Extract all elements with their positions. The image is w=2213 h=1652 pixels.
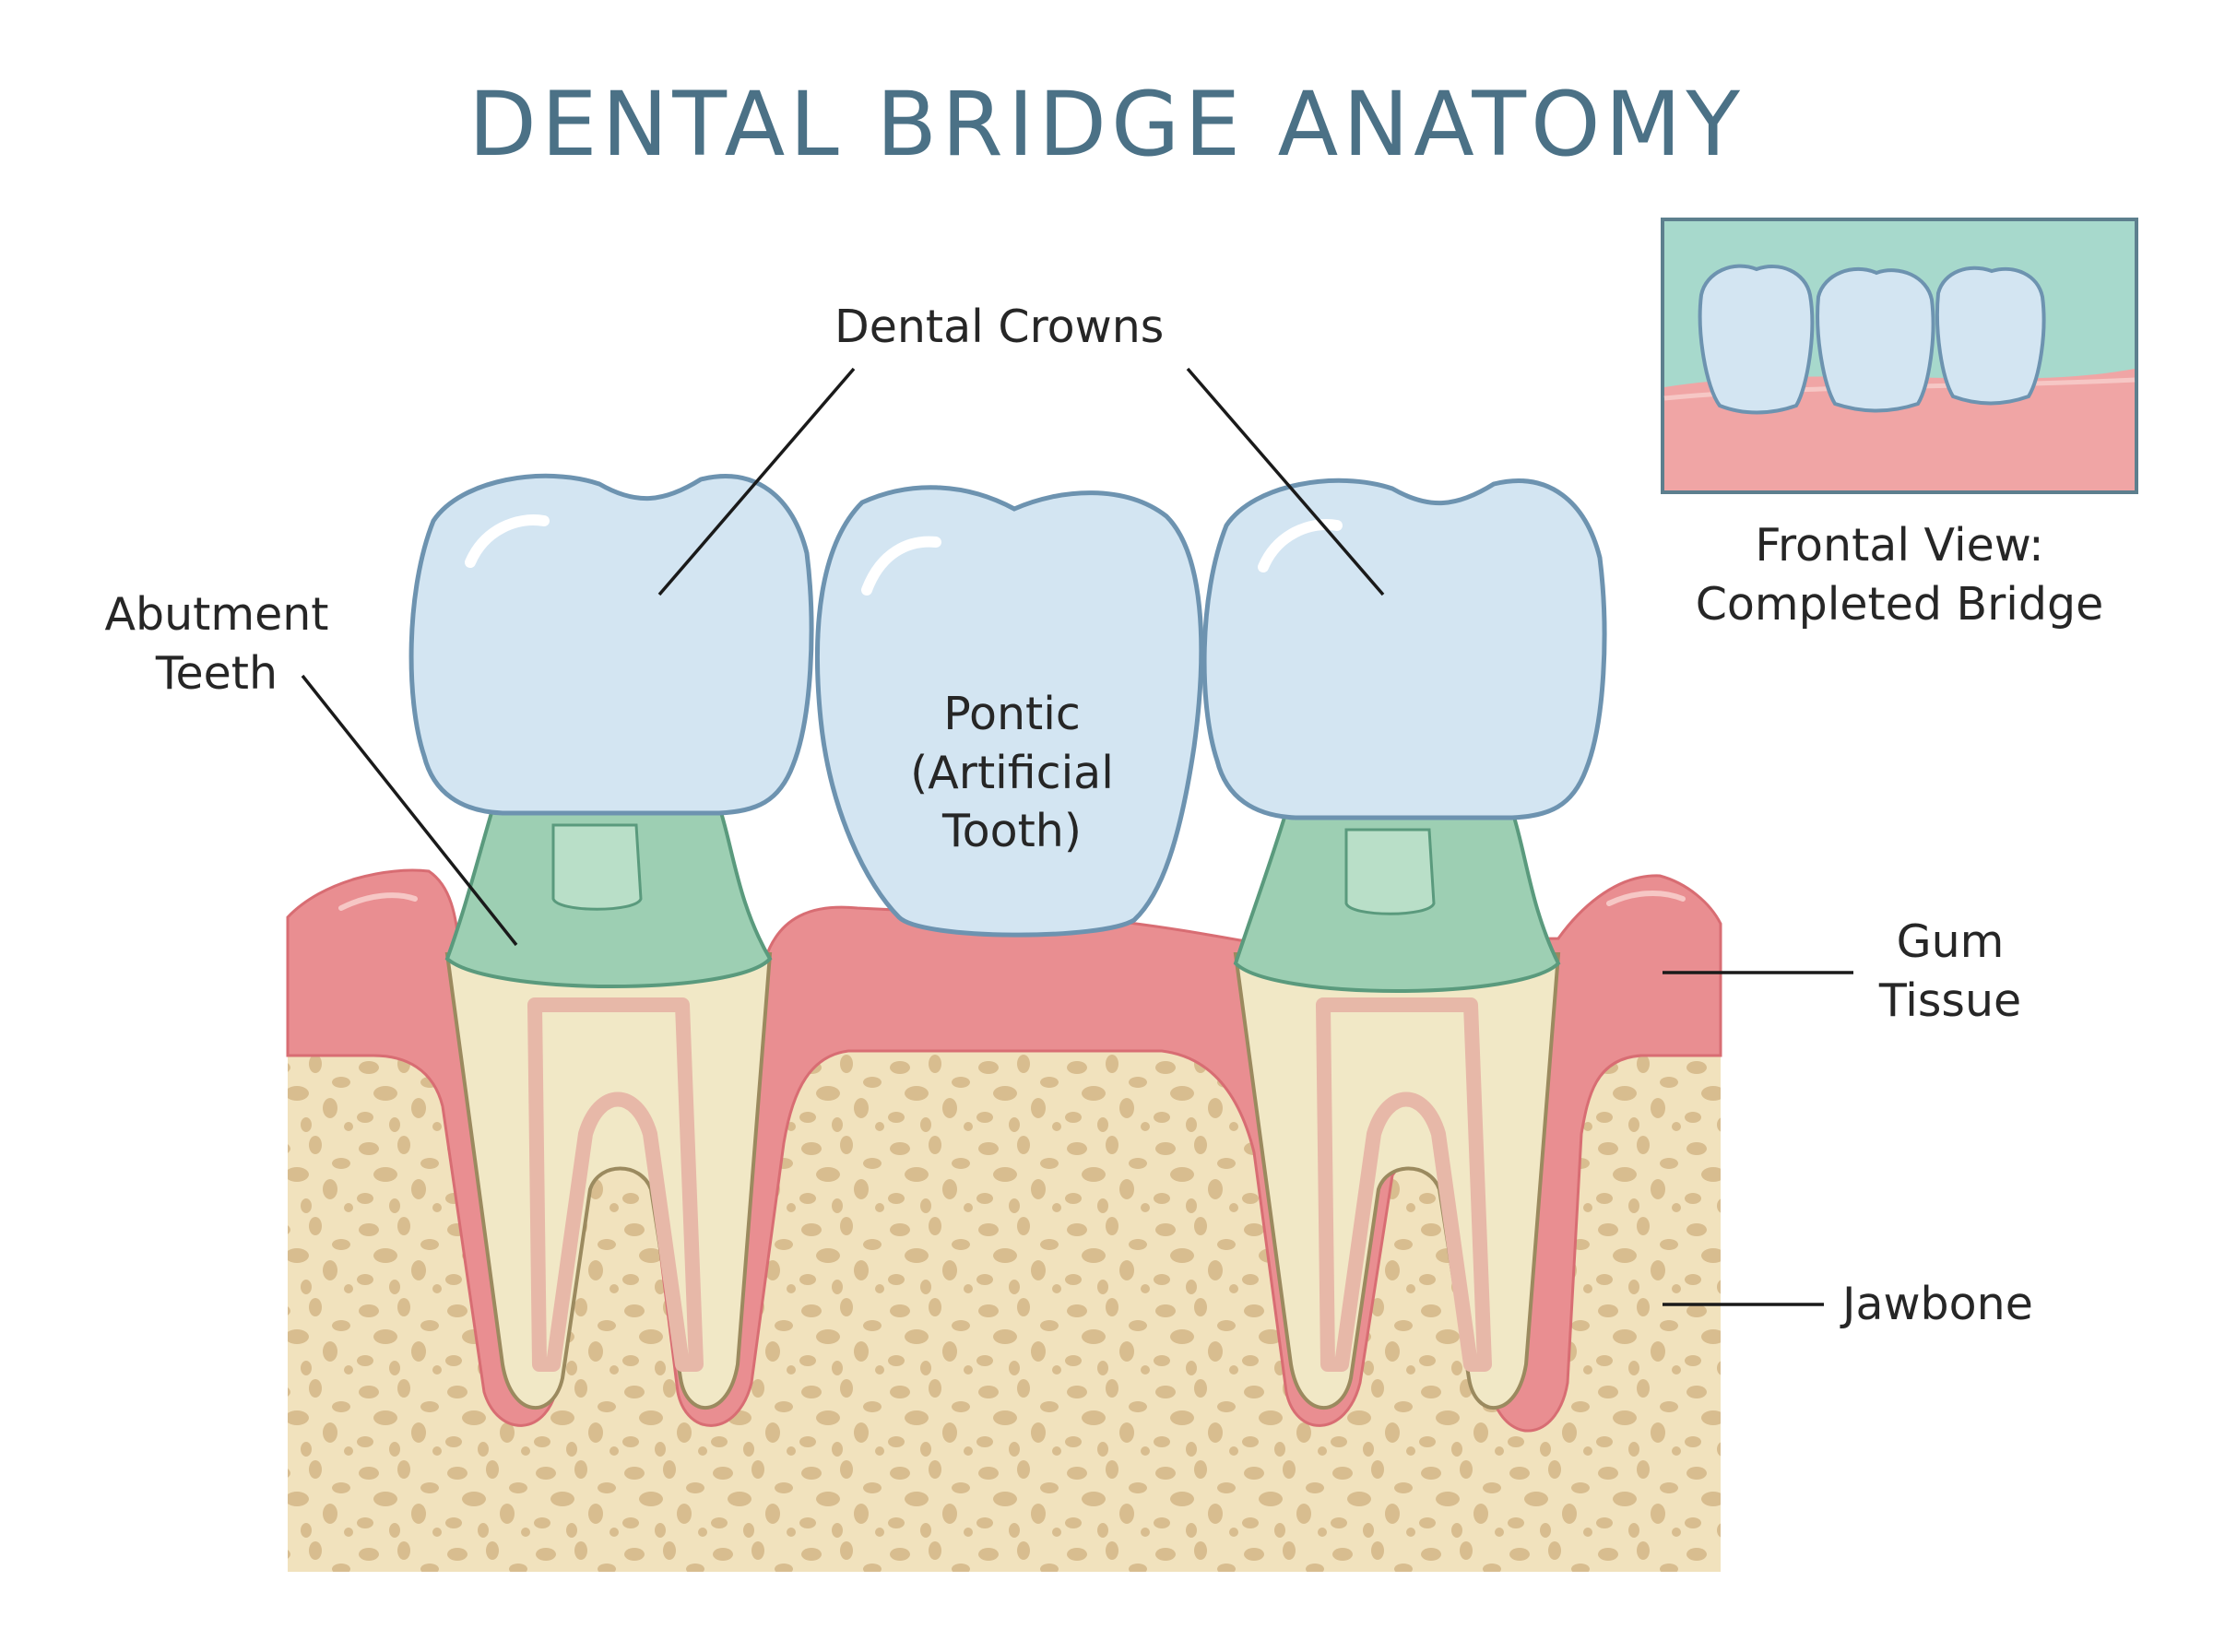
dental-crowns <box>408 473 1607 820</box>
pontic-artificial-tooth <box>814 485 1204 938</box>
label-gum-line-1: Gum <box>1896 915 2005 968</box>
page-title: DENTAL BRIDGE ANATOMY <box>468 73 1745 176</box>
label-gum-line-2: Tissue <box>1878 974 2022 1027</box>
label-abutment-line-1: Abutment <box>104 588 329 641</box>
inset-caption-line-1: Frontal View: <box>1755 519 2044 572</box>
label-abutment-line-2: Teeth <box>155 646 278 700</box>
abutment-tooth-roots <box>444 952 1561 1410</box>
abutment-cores <box>444 805 1561 993</box>
label-pontic-line-3: Tooth) <box>942 805 1082 858</box>
frontal-view-inset <box>1661 218 2138 494</box>
label-jawbone: Jawbone <box>1842 1278 2033 1330</box>
inset-caption-line-2: Completed Bridge <box>1695 577 2104 631</box>
label-pontic: Pontic (Artificial Tooth) <box>867 685 1157 861</box>
label-abutment-teeth: Abutment Teeth <box>83 585 350 702</box>
inset-caption: Frontal View: Completed Bridge <box>1651 516 2148 633</box>
label-pontic-line-1: Pontic <box>943 688 1081 740</box>
label-gum-tissue: Gum Tissue <box>1853 913 2047 1030</box>
label-dental-crowns: Dental Crowns <box>834 301 1165 353</box>
label-pontic-line-2: (Artificial <box>910 746 1114 799</box>
gum-highlight <box>338 890 1686 911</box>
leader-lines <box>301 367 1853 1306</box>
